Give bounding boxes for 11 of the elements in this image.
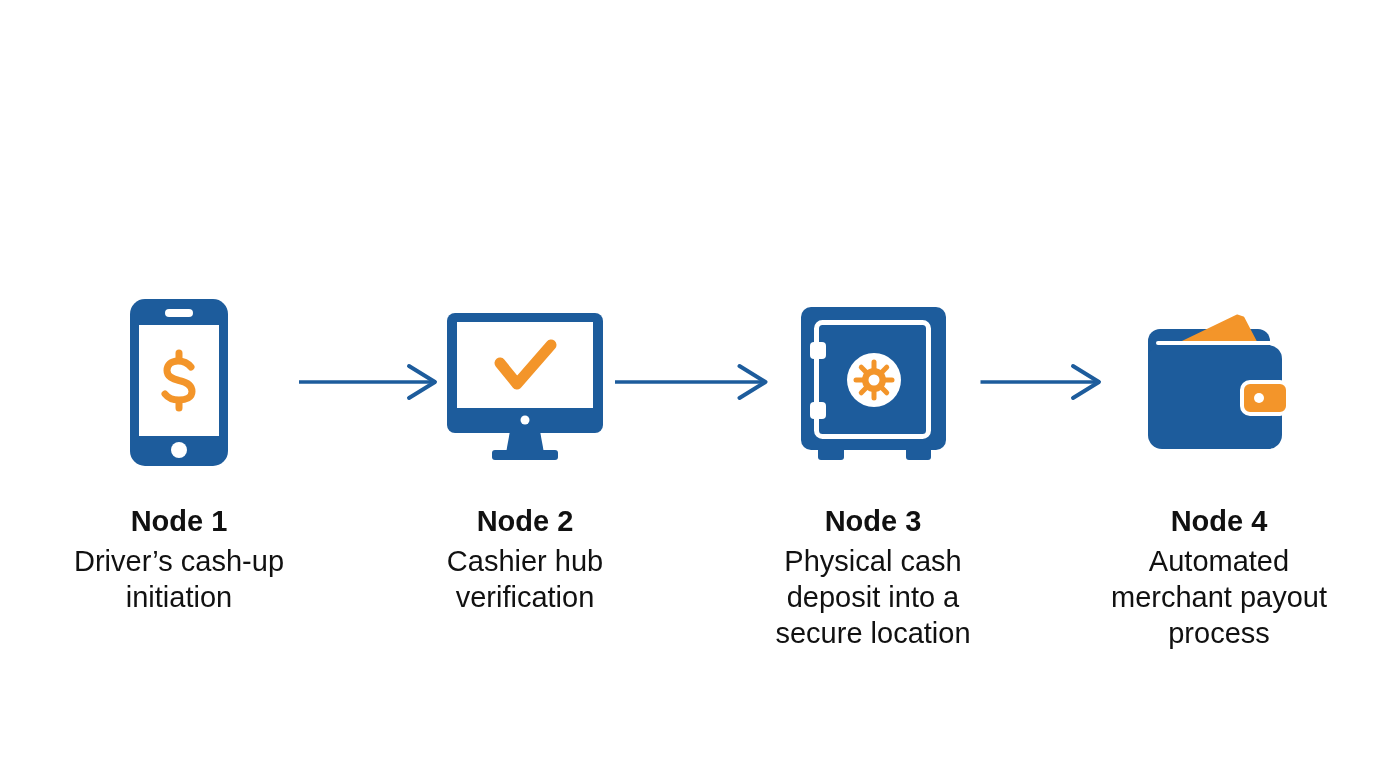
arrow [980,364,1101,400]
step-title: Node 3 [824,504,922,539]
step-description: Cashier hub verification [445,544,605,615]
step-title: Node 2 [476,504,574,539]
step-description: Automated merchant payout process [1110,544,1328,651]
step-title: Node 1 [130,504,228,539]
arrow [615,364,768,400]
step-title: Node 4 [1170,504,1268,539]
step-description: Driver’s cash-up initiation [72,544,286,615]
step-description: Physical cash deposit into a secure location [774,544,972,651]
arrow [299,364,437,400]
